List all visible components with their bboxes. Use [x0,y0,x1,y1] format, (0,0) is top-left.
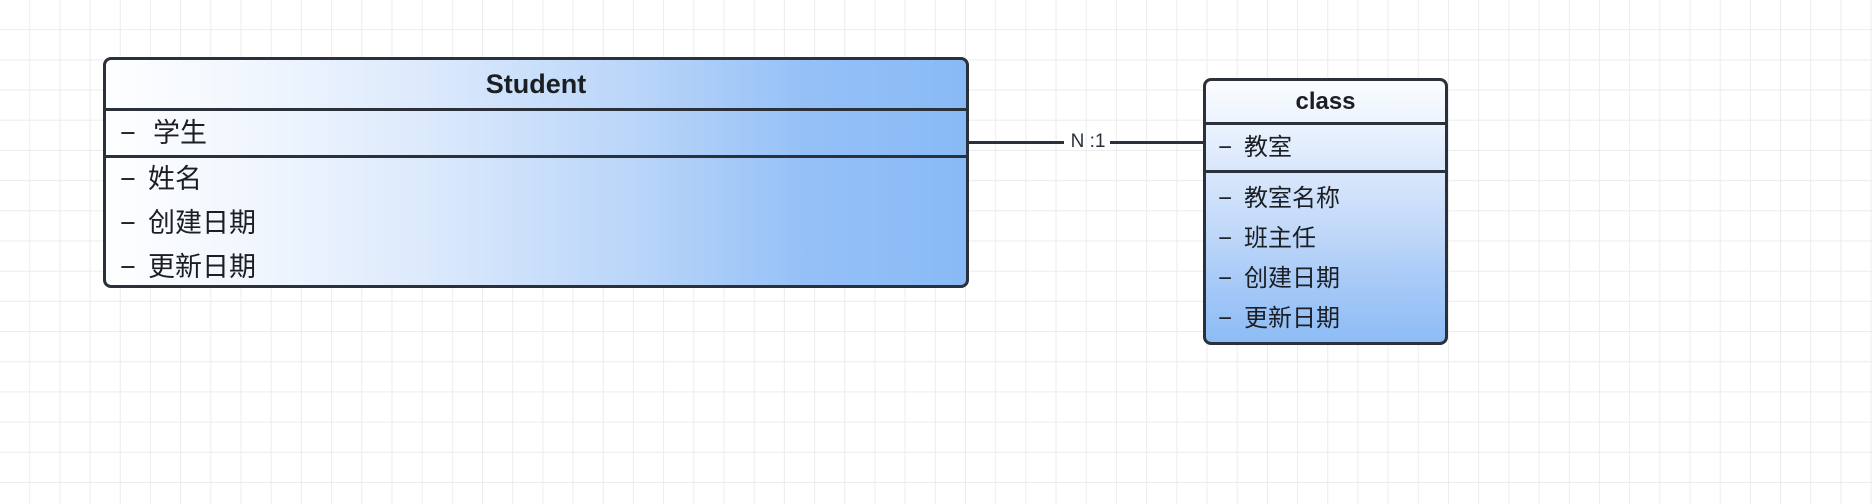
uml-class-class[interactable]: class − 教室 − 教室名称 − 班主任 − 创建日期 − 更新日期 [1203,78,1448,345]
class-attribute-label: 班主任 [1244,224,1316,252]
connector-line-right [1110,141,1204,144]
student-key-label: 学生 [153,118,207,148]
student-key-compartment: − 学生 [106,111,966,158]
visibility-private-icon: − [120,207,136,238]
student-attribute-row[interactable]: − 创建日期 [120,201,966,245]
visibility-private-icon: − [1218,133,1233,161]
uml-class-student[interactable]: Student − 学生 − 姓名 − 创建日期 − 更新日期 [103,57,969,288]
class-attribute-row[interactable]: − 创建日期 [1218,259,1445,299]
student-attribute-row[interactable]: − 更新日期 [120,245,966,286]
class-key-compartment: − 教室 [1206,125,1445,173]
class-attribute-row[interactable]: − 教室名称 [1218,179,1445,219]
student-attribute-label: 创建日期 [148,207,256,238]
visibility-private-icon: − [120,118,136,148]
visibility-private-icon: − [120,163,136,194]
student-attribute-label: 更新日期 [148,251,256,282]
connector-line-left [968,141,1064,144]
relationship-connector-student-class[interactable]: N :1 [968,131,1204,152]
visibility-private-icon: − [1218,184,1233,212]
visibility-private-icon: − [1218,224,1233,252]
visibility-private-icon: − [1218,304,1233,332]
class-attribute-label: 创建日期 [1244,264,1340,292]
relationship-cardinality-label: N :1 [1070,131,1106,152]
class-attribute-label: 更新日期 [1244,304,1340,332]
class-attribute-row[interactable]: − 班主任 [1218,219,1445,259]
class-attribute-row[interactable]: − 更新日期 [1218,299,1445,339]
visibility-private-icon: − [1218,264,1233,292]
visibility-private-icon: − [120,251,136,282]
student-attribute-label: 姓名 [148,163,202,194]
class-key-label: 教室 [1244,133,1292,161]
class-attribute-label: 教室名称 [1244,184,1340,212]
class-title: class [1206,81,1445,125]
student-attributes-compartment: − 姓名 − 创建日期 − 更新日期 [106,158,966,285]
class-attributes-compartment: − 教室名称 − 班主任 − 创建日期 − 更新日期 [1206,173,1445,342]
class-key-row[interactable]: − 教室 [1218,128,1445,168]
student-attribute-row[interactable]: − 姓名 [120,157,966,201]
student-key-row[interactable]: − 学生 [120,111,966,155]
student-title: Student [106,60,966,111]
